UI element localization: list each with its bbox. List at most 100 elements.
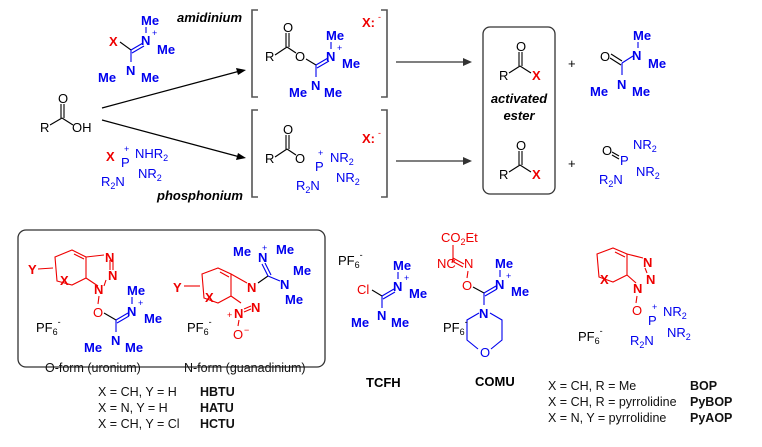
pf-text: PF (578, 329, 595, 344)
atom-o: O (295, 151, 305, 166)
bond (103, 279, 107, 287)
methyl: Me (409, 286, 427, 301)
n-text: N (644, 333, 653, 348)
methyl: Me (127, 283, 145, 298)
co-text: CO (441, 230, 461, 245)
activated-ester-label: activated (491, 91, 548, 106)
atom-y: Y (173, 280, 182, 295)
atom-n-oxide: N (234, 306, 243, 321)
methyl: Me (144, 311, 162, 326)
bond (483, 285, 497, 294)
atom-o: O (632, 303, 642, 318)
plus-sign: + (568, 156, 576, 171)
bond (261, 263, 269, 277)
counterion-x: X: (362, 15, 375, 30)
charge-plus: + (318, 148, 323, 158)
atom-n: N (280, 277, 289, 292)
reagent-name-tcfh: TCFH (366, 375, 401, 390)
bond (621, 55, 634, 64)
arrowhead (463, 157, 472, 165)
counterion-pf6: PF6- (187, 317, 212, 337)
group-r2n: R2N (630, 333, 654, 350)
subscript: 2 (639, 340, 644, 350)
intermediate-acyloxyphosphonium: R O O P + NR2 NR2 R2N X: - (251, 109, 388, 198)
bond (614, 251, 626, 258)
methyl: Me (84, 340, 102, 355)
o-form-caption: O-form (uronium) (45, 361, 141, 375)
table-row-condition: X = CH, R = Me (548, 379, 636, 393)
bracket-right (381, 109, 388, 198)
bond (267, 275, 281, 282)
bond (472, 286, 485, 294)
atom-n: N (643, 255, 652, 270)
superscript: - (600, 326, 603, 336)
subscript: 2 (349, 157, 354, 167)
methyl: Me (326, 28, 344, 43)
atom-n: N (464, 256, 473, 271)
subscript: 2 (157, 173, 162, 183)
nr-text: NR (330, 150, 349, 165)
n-form-structure: N N N + O − Y X N + Me Me N Me Me PF6- N… (173, 242, 311, 375)
pf-text: PF (187, 320, 204, 335)
subscript: 2 (655, 171, 660, 181)
subscript: 6 (460, 327, 465, 337)
atom-o: O (462, 278, 472, 293)
subscript: 2 (305, 185, 310, 195)
methyl: Me (351, 315, 369, 330)
arrowhead (236, 153, 246, 160)
atom-n: N (646, 272, 655, 287)
bond (264, 262, 272, 276)
group-r2n: R2N (296, 178, 320, 195)
charge-plus: + (404, 273, 409, 283)
bond (274, 46, 288, 56)
methyl: Me (285, 292, 303, 307)
methyl: Me (633, 28, 651, 43)
uronium-guanidinium-box: N N N Y X O N + Me Me N Me Me PF6- O-for… (17, 229, 326, 375)
bond (609, 57, 622, 66)
table-row-condition: X = N, Y = pyrrolidine (548, 411, 666, 425)
methyl: Me (98, 70, 116, 85)
atom-r: R (265, 49, 274, 64)
phosphonium-reagent: X P + NHR2 NR2 R2N (101, 144, 168, 191)
pf-text: PF (338, 253, 355, 268)
bond (103, 312, 117, 321)
arrowhead (463, 58, 472, 66)
atom-o: O (516, 138, 526, 153)
bond (508, 164, 521, 173)
methyl: Me (157, 42, 175, 57)
r-text: R (296, 178, 305, 193)
counterion-pf6: PF6- (443, 317, 468, 337)
arrow-to-amidinium (101, 70, 241, 109)
bond (519, 65, 532, 74)
atom-r: R (40, 120, 49, 135)
plus-sign: + (568, 56, 576, 71)
n-form-caption: N-form (guanadinium) (184, 361, 306, 375)
atom-n-plus: N (393, 279, 402, 294)
atom-x: X (532, 68, 541, 83)
atom-o: O (516, 39, 526, 54)
methyl: Me (648, 56, 666, 71)
charge-minus: - (378, 128, 381, 138)
superscript: - (58, 317, 61, 327)
atom-oh: OH (72, 120, 92, 135)
bond (219, 271, 230, 278)
bracket-left (251, 9, 258, 98)
nr-text: NR (633, 137, 652, 152)
atom-n: N (617, 77, 626, 92)
atom-y: Y (28, 262, 37, 277)
atom-p: P (121, 155, 130, 170)
n-text: N (613, 172, 622, 187)
bond (237, 319, 240, 327)
charge-plus: + (652, 302, 657, 312)
table-row-condition: X = CH, R = pyrrolidine (548, 395, 677, 409)
bond (635, 295, 638, 304)
pf-text: PF (36, 320, 53, 335)
methyl: Me (233, 244, 251, 259)
bond (466, 270, 469, 279)
bond (382, 291, 396, 300)
atom-o: O (283, 122, 293, 137)
table-row-condition: X = N, Y = H (98, 401, 168, 415)
comu-structure: CO2Et NC N O N + Me Me N O PF6- COMU (437, 230, 529, 389)
charge-minus: − (244, 325, 249, 335)
